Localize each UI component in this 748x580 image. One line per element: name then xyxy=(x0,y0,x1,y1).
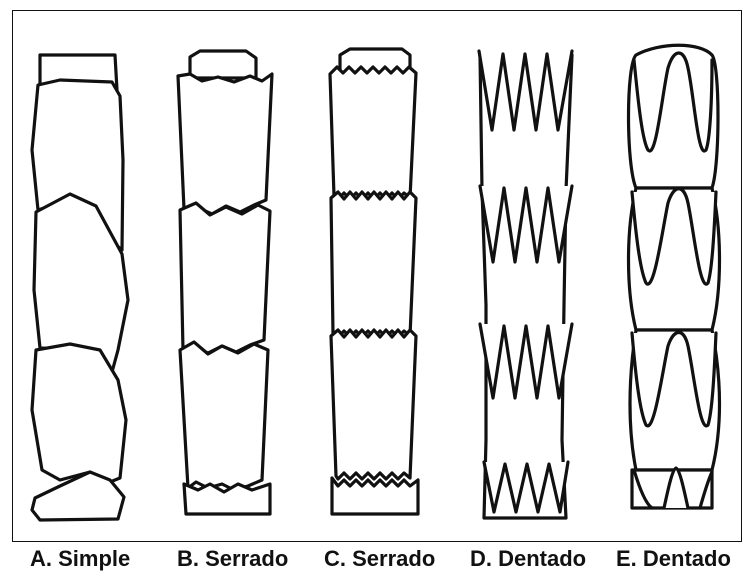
caption-d-dentado: D. Dentado xyxy=(470,546,586,572)
scale-column-serrado-b xyxy=(178,51,272,514)
scale-column-dentado-d xyxy=(479,51,572,518)
caption-b-serrado: B. Serrado xyxy=(177,546,288,572)
scale-column-dentado-e xyxy=(629,45,720,508)
scale-column-serrado-c xyxy=(330,49,418,514)
caption-a-simple: A. Simple xyxy=(30,546,130,572)
scale-column-simple xyxy=(32,55,128,520)
caption-e-dentado: E. Dentado xyxy=(616,546,731,572)
caption-c-serrado: C. Serrado xyxy=(324,546,435,572)
